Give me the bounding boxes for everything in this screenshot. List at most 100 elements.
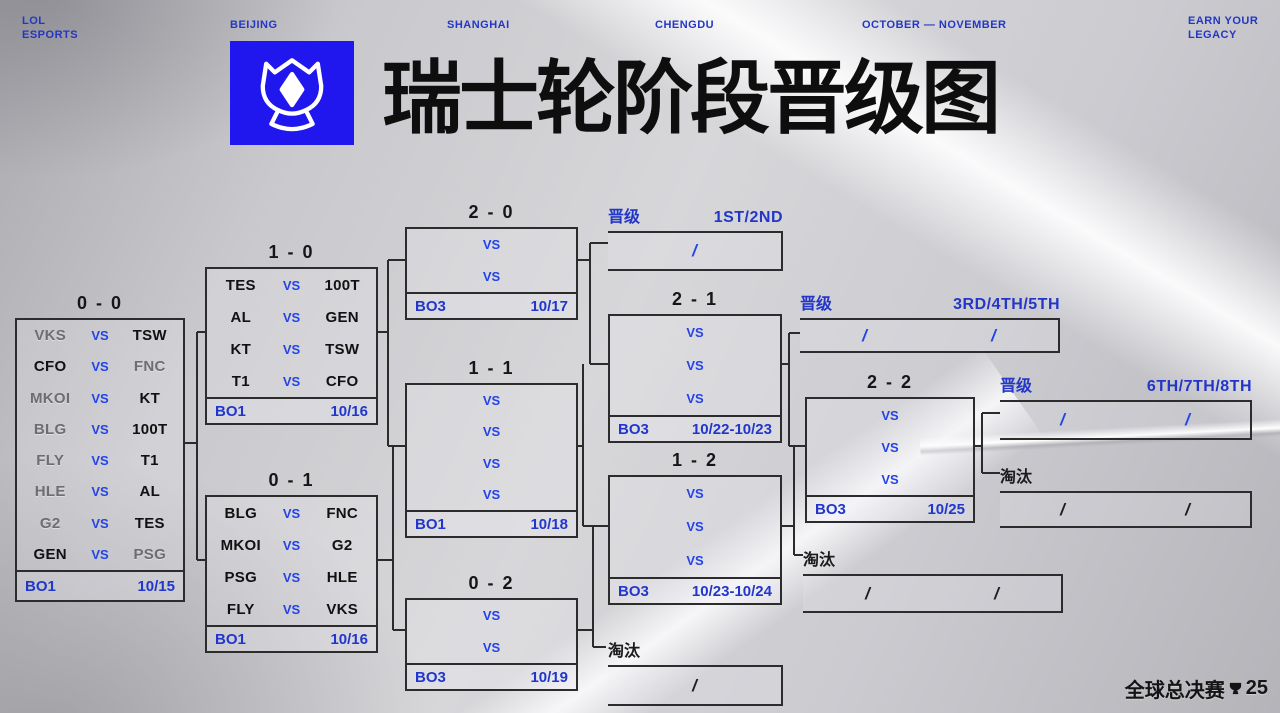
vs-label: VS xyxy=(482,237,501,253)
match-row: VS xyxy=(610,391,780,406)
group-footer: BO3 10/17 xyxy=(405,292,578,320)
team-name: FNC xyxy=(326,504,359,522)
team-name: G2 xyxy=(331,536,353,554)
group-footer: BO3 10/23-10/24 xyxy=(608,577,782,605)
vs-label: VS xyxy=(282,569,301,585)
match-format: BO1 xyxy=(215,402,246,420)
vs-label: VS xyxy=(686,325,704,340)
vs-label: VS xyxy=(881,439,899,455)
vs-label: VS xyxy=(482,455,501,471)
worlds-25-watermark: 全球总决赛 25 xyxy=(1125,674,1268,703)
match-list: VS VS xyxy=(405,227,578,294)
placement-label: 3RD/4TH/5TH xyxy=(953,296,1060,313)
group-record-label: 1 - 2 xyxy=(671,450,719,470)
header-dates: OCTOBER — NOVEMBER xyxy=(862,19,1007,31)
team-name: BLG xyxy=(224,504,258,522)
vs-label: VS xyxy=(686,486,704,502)
match-format: BO3 xyxy=(415,297,446,315)
tagline-line: LEGACY xyxy=(1188,29,1237,41)
vs-label: VS xyxy=(482,424,501,440)
match-format: BO1 xyxy=(415,515,446,533)
empty-slot-slash: / xyxy=(865,583,870,603)
match-date: 10/22-10/23 xyxy=(691,420,772,438)
placement-label: 1ST/2ND xyxy=(713,209,783,226)
group-footer: BO1 10/18 xyxy=(405,510,578,538)
match-row: VS xyxy=(407,237,576,252)
vs-label: VS xyxy=(282,341,301,357)
team-name: AL xyxy=(139,483,161,501)
team-name: HLE xyxy=(34,483,66,501)
brand-line: ESPORTS xyxy=(22,29,79,41)
team-name: 100T xyxy=(132,420,168,438)
group-record-label: 1 - 0 xyxy=(268,242,315,262)
team-name: T1 xyxy=(231,372,250,390)
match-format: BO1 xyxy=(215,630,246,648)
vs-label: VS xyxy=(91,453,109,469)
advance-label: 晋级 xyxy=(800,296,833,313)
outcome-header: 淘汰 xyxy=(608,637,783,661)
vs-label: VS xyxy=(686,519,704,535)
outcome-advance-3rd-4th-5th: 晋级 3RD/4TH/5TH // xyxy=(800,290,1060,353)
vs-label: VS xyxy=(91,515,109,531)
outcome-eliminated-0-2: 淘汰 / xyxy=(608,637,783,706)
vs-label: VS xyxy=(282,309,301,325)
team-name: TSW xyxy=(132,327,167,345)
advance-label: 晋级 xyxy=(1000,378,1033,395)
team-name: 100T xyxy=(324,276,360,294)
match-row: VS xyxy=(407,393,576,408)
outcome-eliminated-1-2: 淘汰 // xyxy=(803,546,1063,613)
match-row: VS xyxy=(407,269,576,284)
outcome-header: 淘汰 xyxy=(1000,463,1252,487)
vs-label: VS xyxy=(881,407,899,423)
team-name: FNC xyxy=(133,358,166,376)
team-name: TSW xyxy=(325,340,360,358)
team-name: HLE xyxy=(326,568,358,586)
tagline-line: EARN YOUR xyxy=(1188,15,1259,27)
outcome-header: 晋级 1ST/2ND xyxy=(608,203,783,227)
vs-label: VS xyxy=(482,268,501,284)
team-name: VKS xyxy=(326,600,359,618)
match-row: VS xyxy=(407,608,576,623)
empty-slot-slash: / xyxy=(1060,410,1065,429)
header-city-shanghai: SHANGHAI xyxy=(447,19,510,31)
watermark-text: 全球总决赛 xyxy=(1124,680,1225,702)
watermark-year: 25 xyxy=(1245,677,1268,699)
group-footer: BO1 10/15 xyxy=(15,570,185,602)
team-name: VKS xyxy=(34,327,67,345)
match-row: VS xyxy=(807,408,973,423)
match-format: BO3 xyxy=(815,500,846,518)
team-name: KT xyxy=(139,389,161,407)
match-date: 10/18 xyxy=(530,515,568,533)
match-row: VS xyxy=(610,325,780,340)
empty-slot-slash: / xyxy=(1185,499,1190,519)
placement-slots: // xyxy=(1000,491,1252,528)
group-footer: BO3 10/22-10/23 xyxy=(608,415,782,443)
group-record-label: 2 - 1 xyxy=(671,289,719,309)
team-name: TES xyxy=(134,514,165,532)
group-record-label: 2 - 0 xyxy=(468,202,515,222)
worlds-logo xyxy=(230,41,354,145)
match-row: VS xyxy=(807,440,973,455)
team-name: MKOI xyxy=(220,536,261,554)
outcome-advance-6th-7th-8th: 晋级 6TH/7TH/8TH // xyxy=(1000,372,1252,440)
team-name: GEN xyxy=(325,308,359,326)
team-name: FLY xyxy=(36,452,65,470)
